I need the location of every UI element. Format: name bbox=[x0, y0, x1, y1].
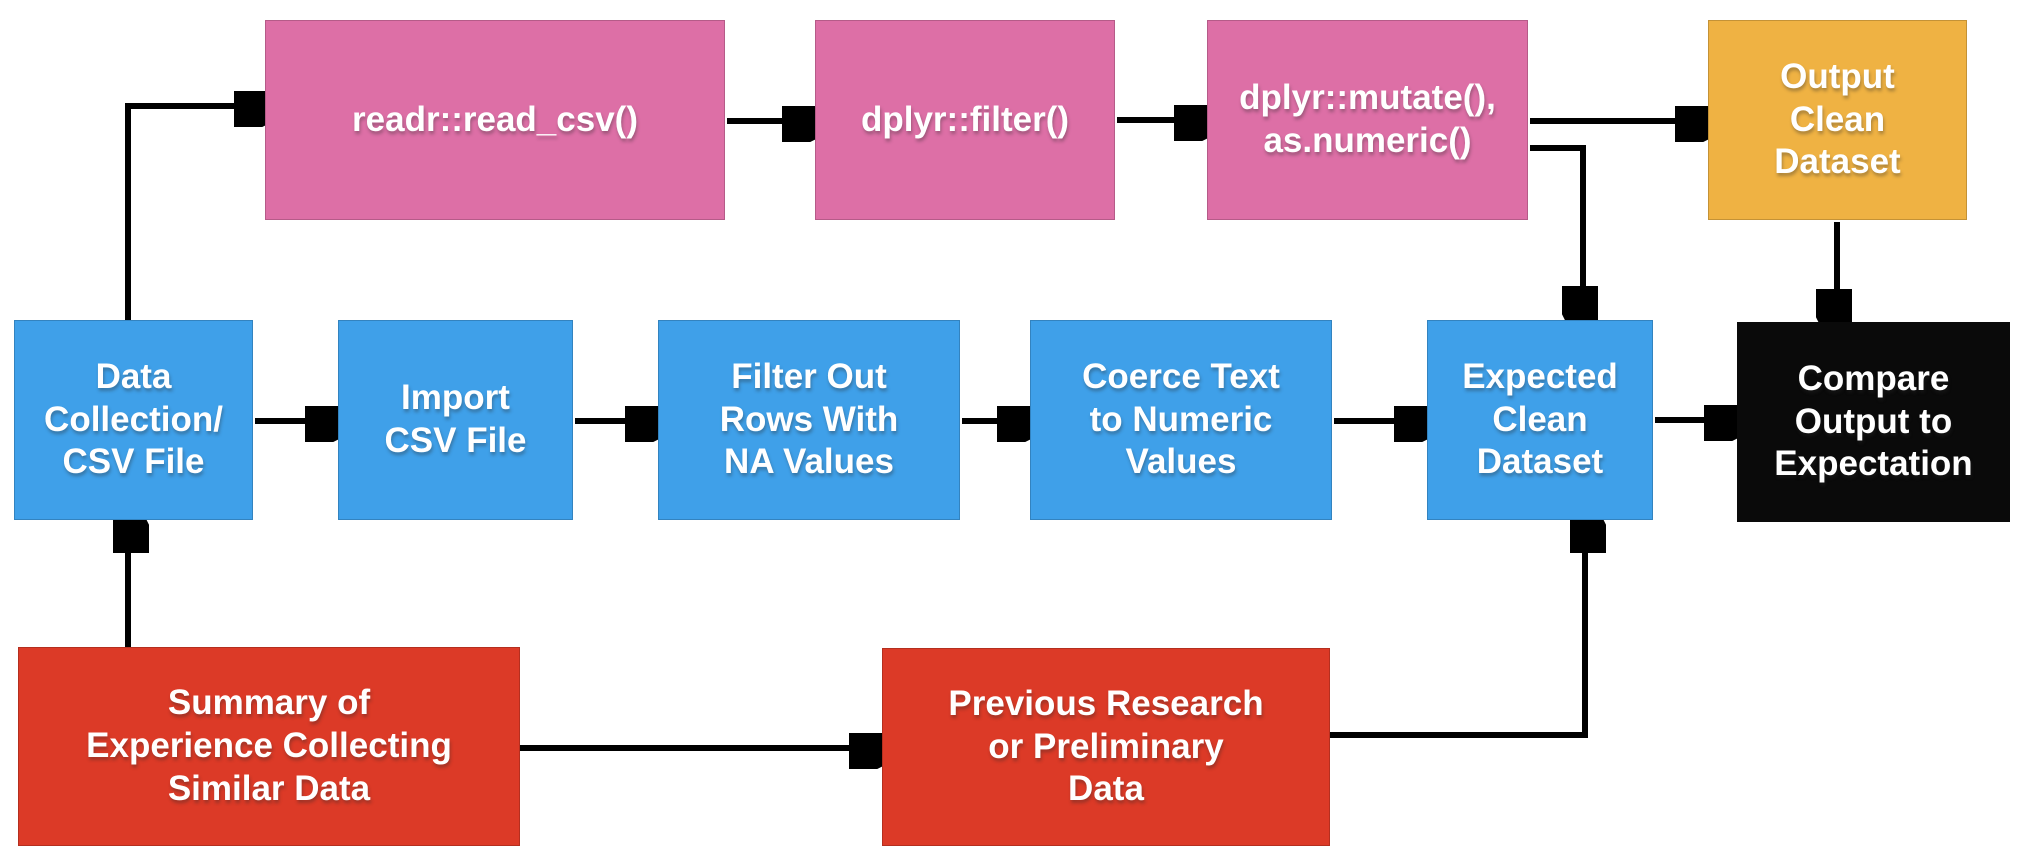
node-compare-output: Compare Output to Expectation bbox=[1737, 322, 2010, 522]
node-filter-na: Filter Out Rows With NA Values bbox=[658, 320, 960, 520]
node-output-clean-dataset-label: Output Clean Dataset bbox=[1774, 56, 1901, 182]
node-coerce-text-label: Coerce Text to Numeric Values bbox=[1082, 356, 1280, 482]
node-dplyr-mutate: dplyr::mutate(), as.numeric() bbox=[1207, 20, 1528, 220]
node-dplyr-filter: dplyr::filter() bbox=[815, 20, 1115, 220]
node-data-collection-label: Data Collection/ CSV File bbox=[44, 356, 223, 482]
node-readr-read-csv-label: readr::read_csv() bbox=[352, 99, 638, 139]
node-dplyr-mutate-label: dplyr::mutate(), as.numeric() bbox=[1239, 78, 1496, 160]
node-summary-experience-label: Summary of Experience Collecting Similar… bbox=[86, 683, 452, 808]
arrow-data-collection-to-read-csv bbox=[125, 106, 258, 320]
node-readr-read-csv: readr::read_csv() bbox=[265, 20, 725, 220]
node-import-csv: Import CSV File bbox=[338, 320, 573, 520]
node-coerce-text: Coerce Text to Numeric Values bbox=[1030, 320, 1332, 520]
node-import-csv-label: Import CSV File bbox=[384, 378, 527, 460]
node-compare-output-label: Compare Output to Expectation bbox=[1774, 358, 1973, 484]
node-filter-na-label: Filter Out Rows With NA Values bbox=[719, 356, 899, 482]
node-expected-clean-dataset-label: Expected Clean Dataset bbox=[1462, 356, 1618, 482]
arrow-previous-research-to-expected-clean bbox=[1330, 529, 1585, 738]
node-dplyr-filter-label: dplyr::filter() bbox=[860, 99, 1070, 139]
node-summary-experience: Summary of Experience Collecting Similar… bbox=[18, 647, 520, 846]
node-expected-clean-dataset: Expected Clean Dataset bbox=[1427, 320, 1653, 520]
node-previous-research: Previous Research or Preliminary Data bbox=[882, 648, 1330, 846]
node-previous-research-label: Previous Research or Preliminary Data bbox=[948, 683, 1264, 809]
node-data-collection: Data Collection/ CSV File bbox=[14, 320, 253, 520]
arrow-mutate-to-expected-clean bbox=[1530, 145, 1583, 310]
node-output-clean-dataset: Output Clean Dataset bbox=[1708, 20, 1967, 220]
